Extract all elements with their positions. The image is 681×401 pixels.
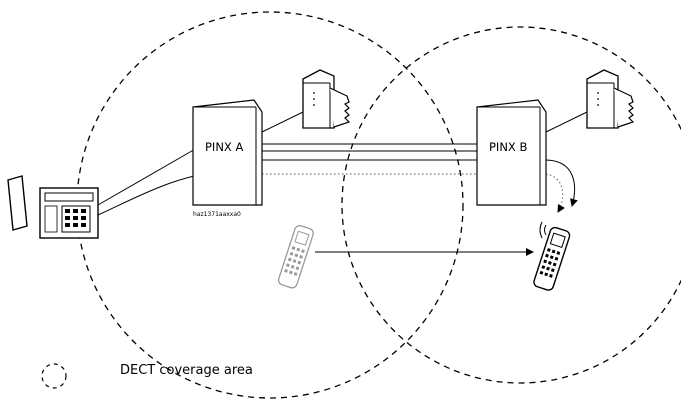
base-station-b-link	[545, 111, 588, 133]
pinx-b-label: PINX B	[489, 140, 527, 154]
handset-current-position-icon	[533, 226, 571, 291]
ringing-indicator-icon	[539, 221, 547, 239]
pinx-a-label: PINX A	[205, 140, 243, 154]
handset-previous-position-icon	[277, 224, 314, 289]
pinx-a-box	[192, 99, 263, 206]
legend-coverage-symbol	[41, 363, 67, 389]
desk-phone-icon	[7, 175, 99, 239]
phone-line-upper	[97, 147, 198, 206]
figure-id-label: haz1371aaxxa0	[193, 211, 241, 218]
base-station-b-icon	[586, 69, 635, 129]
coverage-area-b	[341, 26, 681, 384]
dotted-handover-path	[262, 173, 565, 213]
pinx-b-box	[476, 99, 547, 206]
coverage-area-a	[76, 11, 464, 399]
base-station-a-link	[261, 111, 304, 133]
legend-coverage-label: DECT coverage area	[120, 363, 253, 378]
base-station-a-icon	[302, 69, 351, 129]
